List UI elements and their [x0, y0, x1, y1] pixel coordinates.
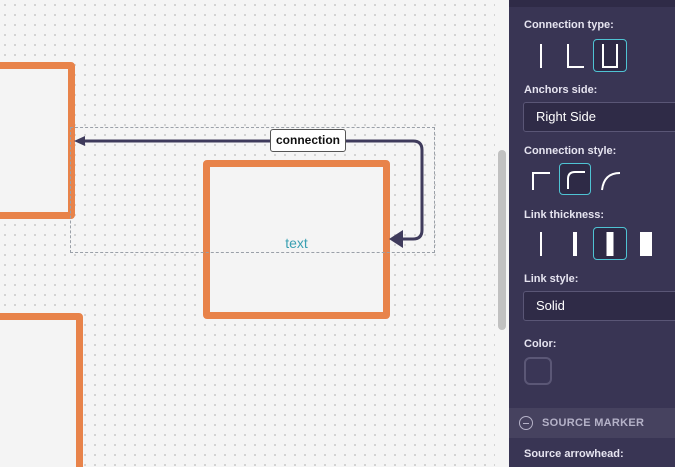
- thin-line-icon: [540, 232, 542, 256]
- anchors-side-select[interactable]: Right Side: [523, 102, 675, 132]
- source-marker-header[interactable]: SOURCE MARKER: [509, 408, 675, 438]
- panel-top-strip: [509, 0, 675, 7]
- curved-corner-icon: [601, 172, 621, 191]
- scrollbar-thumb[interactable]: [498, 150, 506, 330]
- source-marker-label: SOURCE MARKER: [542, 417, 645, 429]
- straight-line-icon: [540, 44, 542, 68]
- connection-path: [83, 139, 424, 241]
- source-arrowhead-label: Source arrowhead:: [524, 448, 624, 460]
- medium-line-icon: [573, 232, 577, 256]
- diagram-canvas[interactable]: t text connection: [0, 0, 495, 467]
- connection-type-u-button[interactable]: [593, 39, 627, 72]
- extra-thick-line-icon: [640, 232, 652, 256]
- node-left-bottom[interactable]: [0, 313, 83, 467]
- link-thickness-label: Link thickness:: [524, 209, 605, 221]
- connection-type-straight-button[interactable]: [525, 40, 557, 72]
- rounded-corner-icon: [567, 171, 585, 189]
- elbow-line-icon: [567, 44, 584, 68]
- color-swatch[interactable]: [524, 357, 552, 385]
- link-thickness-extra-thick-button[interactable]: [630, 228, 662, 260]
- color-label: Color:: [524, 338, 557, 350]
- thick-line-icon: [606, 231, 614, 256]
- connection-style-rounded-button[interactable]: [559, 163, 591, 195]
- connection-style-label: Connection style:: [524, 145, 617, 157]
- connection-type-elbow-button[interactable]: [559, 40, 591, 72]
- collapse-minus-icon[interactable]: [519, 416, 533, 430]
- anchors-side-label: Anchors side:: [524, 84, 598, 96]
- square-corner-icon: [532, 172, 550, 190]
- connection-style-square-button[interactable]: [524, 164, 556, 196]
- u-shape-line-icon: [602, 43, 618, 68]
- connection-label[interactable]: connection: [270, 129, 347, 152]
- node-left-top[interactable]: [0, 62, 75, 219]
- properties-panel: Connection type: Anchors side: Right Sid…: [509, 0, 675, 467]
- link-thickness-thin-button[interactable]: [525, 228, 557, 260]
- canvas-scrollbar[interactable]: [495, 0, 509, 467]
- node-text[interactable]: text: [285, 235, 308, 251]
- connection-style-curved-button[interactable]: [594, 164, 626, 196]
- source-arrowhead: [74, 136, 85, 146]
- link-thickness-thick-button[interactable]: [593, 227, 627, 260]
- connection-type-label: Connection type:: [524, 19, 614, 31]
- selection-box: [70, 127, 435, 253]
- link-thickness-medium-button[interactable]: [559, 228, 591, 260]
- link-style-select[interactable]: Solid: [523, 291, 675, 321]
- connection-line[interactable]: [0, 0, 495, 467]
- target-arrowhead: [389, 230, 403, 248]
- node-selected[interactable]: text: [203, 160, 390, 319]
- link-style-label: Link style:: [524, 273, 579, 285]
